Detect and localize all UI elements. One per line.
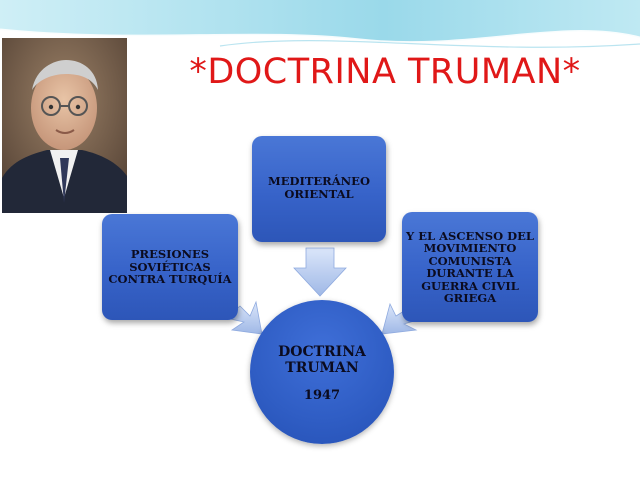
portrait-photo	[2, 38, 127, 213]
box-right-label: Y EL ASCENSO DEL MOVIMIENTO COMUNISTA DU…	[406, 228, 534, 305]
center-node-year: 1947	[303, 388, 341, 403]
box-presiones-sovieticas: PRESIONES SOVIÉTICAS CONTRA TURQUÍA	[102, 214, 238, 320]
center-node-title: DOCTRINA TRUMAN	[278, 344, 366, 376]
center-node-doctrina: DOCTRINA TRUMAN 1947	[250, 300, 394, 444]
arrow-down	[293, 247, 347, 297]
box-mediterraneo-oriental: MEDITERÁNEO ORIENTAL	[252, 136, 386, 242]
box-top-label: MEDITERÁNEO ORIENTAL	[268, 174, 370, 201]
decorative-wave-header	[0, 0, 640, 48]
box-ascenso-comunista: Y EL ASCENSO DEL MOVIMIENTO COMUNISTA DU…	[402, 212, 538, 322]
box-left-label: PRESIONES SOVIÉTICAS CONTRA TURQUÍA	[108, 247, 232, 287]
slide-title: *DOCTRINA TRUMAN*	[189, 52, 581, 92]
